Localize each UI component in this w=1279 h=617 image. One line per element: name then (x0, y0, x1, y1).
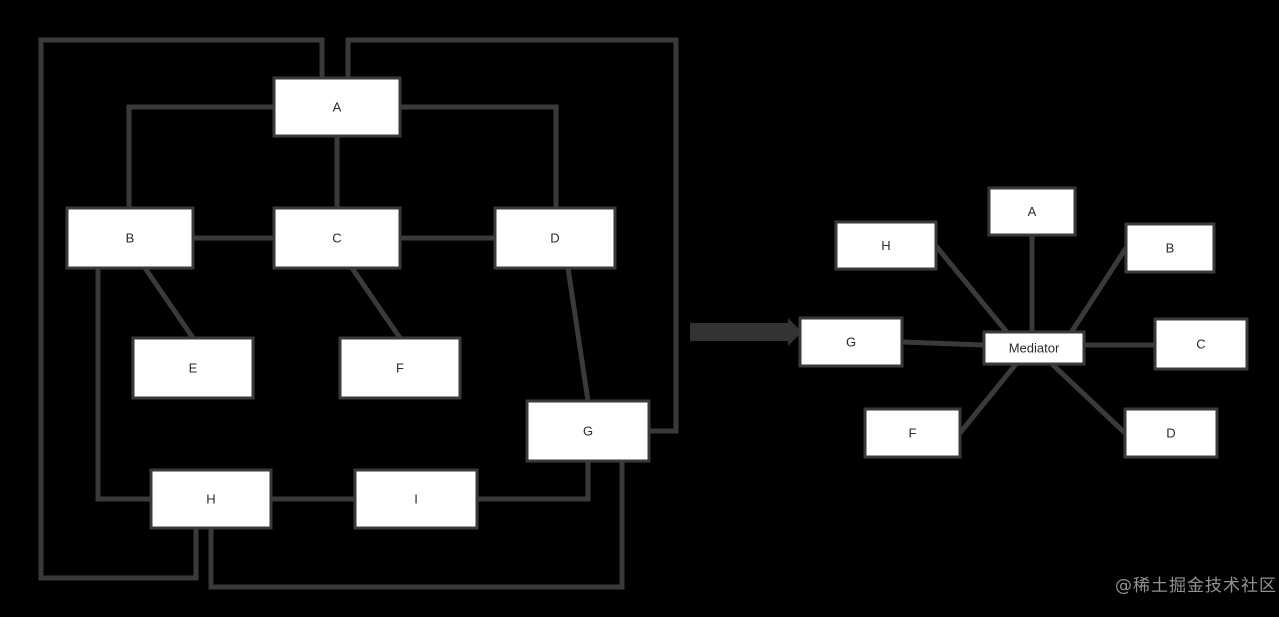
node-label: Mediator (1009, 340, 1060, 355)
node-E[interactable]: E (131, 336, 255, 400)
node-label: E (189, 360, 198, 375)
node-C[interactable]: C (272, 206, 402, 270)
node-label: D (1166, 425, 1175, 440)
node-D[interactable]: D (493, 206, 617, 270)
node-box (65, 206, 195, 270)
node-label: I (414, 491, 418, 506)
node-box (131, 336, 255, 400)
node-label: H (206, 491, 215, 506)
node-box (353, 468, 479, 530)
node-I[interactable]: I (353, 468, 479, 530)
edge-H-Mediator (934, 244, 1012, 338)
edge-I-G (477, 461, 591, 502)
node-label: H (881, 238, 890, 253)
node-box (863, 407, 962, 459)
node-box (338, 336, 462, 400)
left-diagram-edges (38, 37, 679, 590)
node-label: D (550, 230, 559, 245)
edge-B-E (142, 266, 196, 340)
node-box (982, 330, 1086, 366)
edge-H-frame-bottom (208, 461, 625, 590)
node-box (987, 186, 1077, 237)
right-diagram-nodes: A B C D F G H Mediator (798, 186, 1249, 459)
edge-B-H (95, 268, 151, 502)
node-G[interactable]: G (525, 399, 651, 463)
node-label: C (1196, 336, 1205, 351)
node-box (493, 206, 617, 270)
edge-A-B (126, 104, 274, 208)
node-box (1123, 407, 1219, 459)
node-label: G (846, 334, 856, 349)
node-label: C (332, 230, 341, 245)
node-A[interactable]: A (272, 76, 402, 138)
node-H[interactable]: H (149, 468, 273, 530)
node-D[interactable]: D (1123, 407, 1219, 459)
node-box (834, 220, 938, 271)
node-B[interactable]: B (65, 206, 195, 270)
node-label: F (396, 360, 404, 375)
edge-A-frame-right (345, 37, 679, 434)
edge-A-frame-left (38, 37, 325, 581)
arrow-head (788, 318, 802, 346)
edge-C-F (349, 266, 403, 340)
node-box (149, 468, 273, 530)
node-label: G (583, 423, 593, 438)
edge-D-Mediator (1050, 362, 1127, 435)
node-box (272, 206, 402, 270)
node-H[interactable]: H (834, 220, 938, 271)
edge-F-Mediator (958, 362, 1018, 435)
node-box (525, 399, 651, 463)
node-label: A (333, 99, 342, 114)
node-C[interactable]: C (1153, 317, 1249, 371)
arrow-shaft (690, 323, 788, 341)
node-label: B (126, 230, 135, 245)
node-box (798, 316, 904, 368)
node-box (1124, 222, 1216, 274)
node-box (1153, 317, 1249, 371)
node-box (272, 76, 402, 138)
edge-A-D (400, 104, 559, 208)
node-label: F (909, 425, 917, 440)
right-diagram-edges (901, 235, 1155, 435)
left-diagram-nodes: A B C D E F G H I (65, 76, 651, 530)
watermark: @稀土掘金技术社区 (1115, 576, 1277, 596)
edge-G-Mediator (901, 339, 985, 348)
node-F[interactable]: F (863, 407, 962, 459)
node-B[interactable]: B (1124, 222, 1216, 274)
node-Mediator[interactable]: Mediator (982, 330, 1086, 366)
node-label: A (1028, 204, 1037, 219)
edge-D-G (565, 267, 591, 402)
node-A[interactable]: A (987, 186, 1077, 237)
node-G[interactable]: G (798, 316, 904, 368)
edge-B-Mediator (1060, 246, 1129, 347)
transform-arrow (690, 318, 802, 346)
node-label: B (1166, 240, 1175, 255)
node-F[interactable]: F (338, 336, 462, 400)
